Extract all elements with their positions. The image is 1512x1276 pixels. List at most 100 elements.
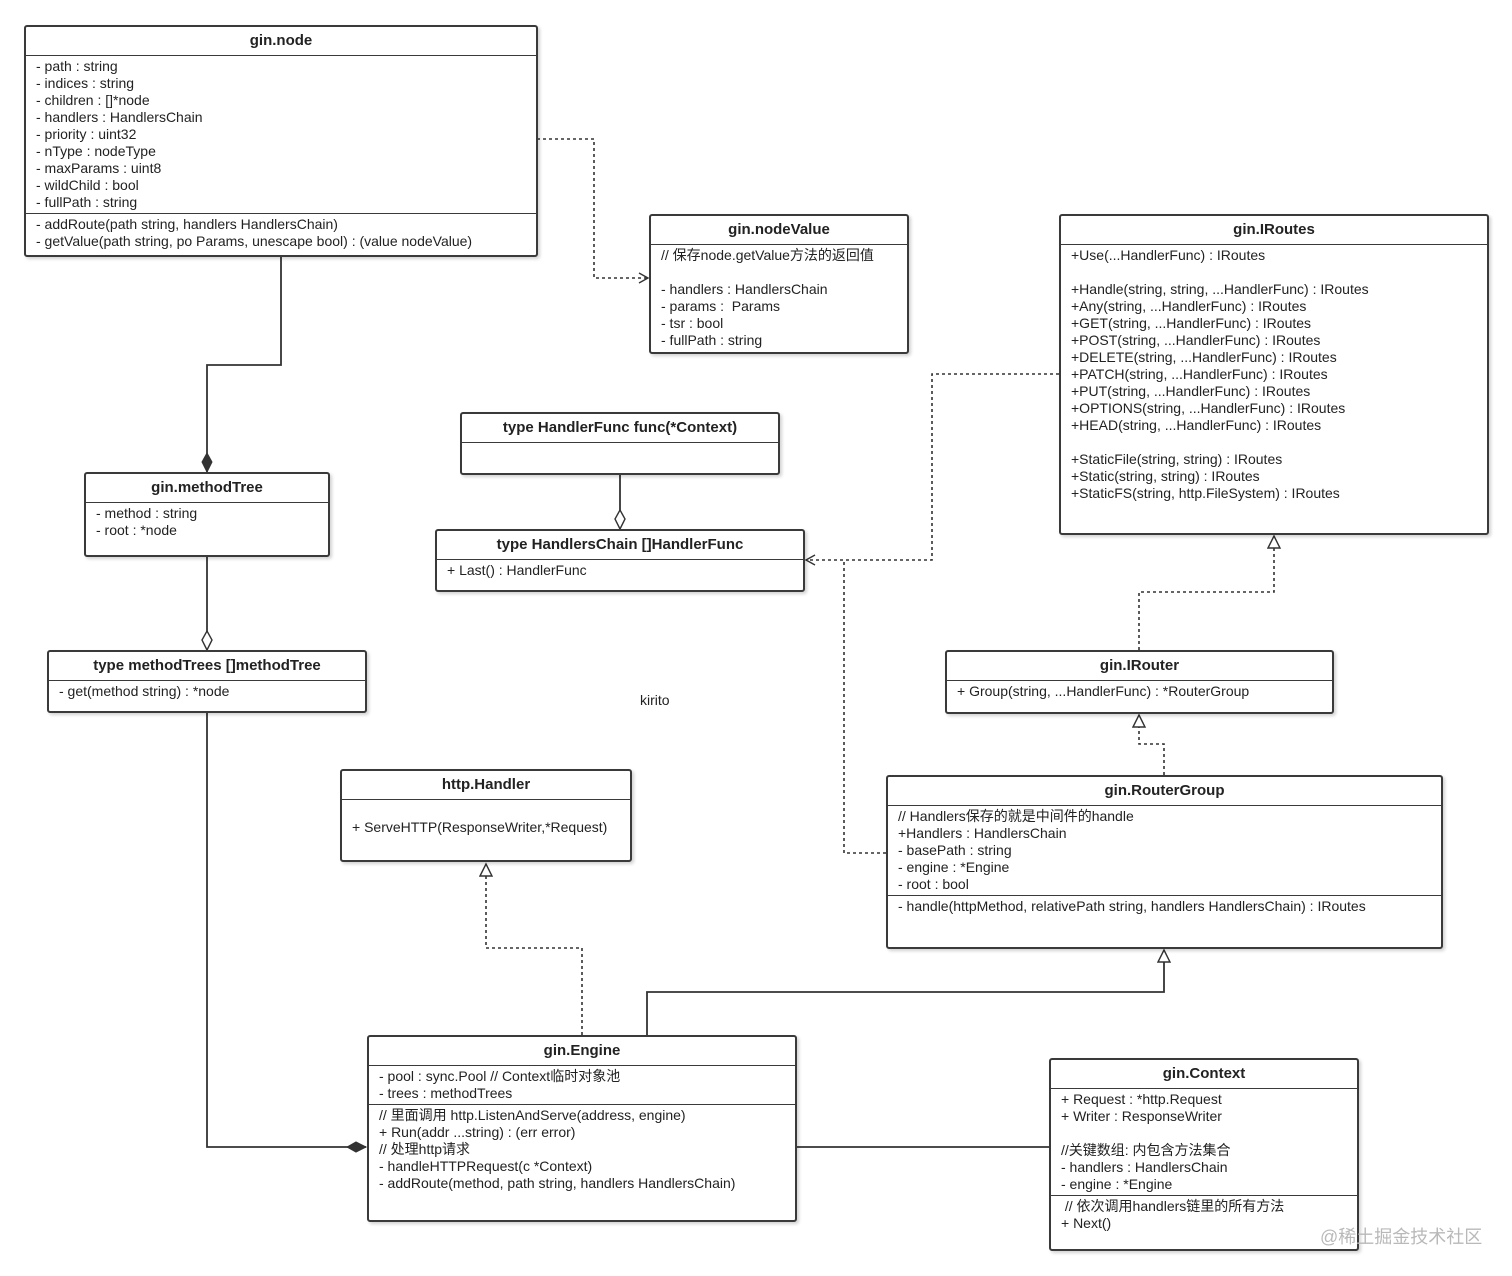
class-handlerfunc[interactable]: type HandlerFunc func(*Context) [460,412,780,475]
member-line: +StaticFS(string, http.FileSystem) : IRo… [1071,485,1340,501]
member-line [1071,434,1477,451]
class-gin-routergroup[interactable]: gin.RouterGroup// Handlers保存的就是中间件的handl… [886,775,1443,949]
class-title: type HandlersChain []HandlerFunc [437,531,803,560]
member-line: - handleHTTPRequest(c *Context) [379,1158,593,1174]
member-line: - addRoute(path string, handlers Handler… [36,216,338,232]
member-line: // 保存node.getValue方法的返回值 [661,247,874,263]
member-line: +OPTIONS(string, ...HandlerFunc) : IRout… [1071,400,1346,416]
class-title: gin.IRoutes [1061,216,1487,245]
member-line: - indices : string [36,75,135,91]
class-gin-iroutes[interactable]: gin.IRoutes+Use(...HandlerFunc) : IRoute… [1059,214,1489,535]
member-line: +Handle(string, string, ...HandlerFunc) … [1071,281,1369,297]
member-line: +StaticFile(string, string) : IRoutes [1071,451,1283,467]
member-line: - handlers : HandlersChain [661,281,828,297]
member-line: - fullPath : string [36,194,138,210]
class-title: gin.node [26,27,536,56]
edge-engine-httphandler [486,864,583,1035]
class-attributes: + Request : *http.Request+ Writer : Resp… [1051,1089,1357,1195]
member-line: - addRoute(method, path string, handlers… [379,1175,736,1191]
class-attributes [462,443,778,464]
class-attributes: - method : string- root : *node [86,503,328,541]
member-line [661,264,897,281]
member-line: - get(method string) : *node [59,683,230,699]
class-title: gin.RouterGroup [888,777,1441,806]
class-handlerschain[interactable]: type HandlersChain []HandlerFunc + Last()… [435,529,805,592]
member-line [352,802,620,819]
class-attributes: + Last() : HandlerFunc [437,560,803,581]
member-line: + Last() : HandlerFunc [447,562,587,578]
member-line: - priority : uint32 [36,126,137,142]
member-line: - root : *node [96,522,177,538]
member-line: - handlers : HandlersChain [1061,1159,1228,1175]
member-line: - children : []*node [36,92,150,108]
member-line: + Group(string, ...HandlerFunc) : *Route… [957,683,1250,699]
member-line: +Handlers : HandlersChain [898,825,1067,841]
class-http-handler[interactable]: http.Handler + ServeHTTP(ResponseWriter,*… [340,769,632,862]
class-attributes: - pool : sync.Pool // Context临时对象池- tree… [369,1066,795,1104]
member-line: + Writer : ResponseWriter [1061,1108,1222,1124]
class-title: http.Handler [342,771,630,800]
member-line: - engine : *Engine [1061,1176,1173,1192]
class-title: gin.Context [1051,1060,1357,1089]
edge-node-methodtree [207,256,282,472]
class-operations: - handle(httpMethod, relativePath string… [888,895,1441,917]
member-line: - wildChild : bool [36,177,139,193]
member-line: + Request : *http.Request [1061,1091,1222,1107]
class-operations: // 依次调用handlers链里的所有方法+ Next() [1051,1195,1357,1234]
member-line: // 里面调用 http.ListenAndServe(address, eng… [379,1107,686,1123]
class-title: gin.IRouter [947,652,1332,681]
watermark: @稀土掘金技术社区 [1320,1227,1483,1247]
member-line: // 处理http请求 [379,1141,471,1157]
member-line: - handlers : HandlersChain [36,109,203,125]
member-line: - nType : nodeType [36,143,156,159]
edge-node-nodevalue [537,138,650,284]
author-label: kirito [640,692,670,708]
member-line: +DELETE(string, ...HandlerFunc) : IRoute… [1071,349,1337,365]
edge-routergroup-handlerschain [843,560,886,854]
class-attributes: +Use(...HandlerFunc) : IRoutes +Handle(st… [1061,245,1487,504]
edge-iroutes-handlerschain [804,373,1059,566]
member-line: +GET(string, ...HandlerFunc) : IRoutes [1071,315,1312,331]
member-line: // 依次调用handlers链里的所有方法 [1061,1198,1285,1214]
member-line: // Handlers保存的就是中间件的handle [898,808,1134,824]
class-gin-methodtree[interactable]: gin.methodTree- method : string- root : … [84,472,330,557]
class-methodtrees[interactable]: type methodTrees []methodTree - get(metho… [47,650,367,713]
member-line: +PUT(string, ...HandlerFunc) : IRoutes [1071,383,1311,399]
class-operations: // 里面调用 http.ListenAndServe(address, eng… [369,1104,795,1194]
member-line: - root : bool [898,876,969,892]
member-line: + ServeHTTP(ResponseWriter,*Request) [352,819,608,835]
class-title: type HandlerFunc func(*Context) [462,414,778,443]
member-line: +POST(string, ...HandlerFunc) : IRoutes [1071,332,1321,348]
class-attributes: // Handlers保存的就是中间件的handle+Handlers : Ha… [888,806,1441,895]
member-line [1061,1125,1347,1142]
edge-engine-routergroup [646,950,1164,1035]
member-line: - handle(httpMethod, relativePath string… [898,898,1366,914]
class-title: gin.nodeValue [651,216,907,245]
class-attributes: - get(method string) : *node [49,681,365,702]
class-attributes: + Group(string, ...HandlerFunc) : *Route… [947,681,1332,702]
member-line: - path : string [36,58,118,74]
class-operations: - addRoute(path string, handlers Handler… [26,213,536,252]
class-gin-irouter[interactable]: gin.IRouter + Group(string, ...HandlerFun… [945,650,1334,714]
member-line: +Use(...HandlerFunc) : IRoutes [1071,247,1266,263]
class-gin-node[interactable]: gin.node- path : string- indices : strin… [24,25,538,257]
member-line: +Any(string, ...HandlerFunc) : IRoutes [1071,298,1307,314]
member-line [472,445,768,462]
member-line: - fullPath : string [661,332,763,348]
class-gin-context[interactable]: gin.Context+ Request : *http.Request+ Wr… [1049,1058,1359,1251]
member-line: - trees : methodTrees [379,1085,513,1101]
class-attributes: - path : string- indices : string- child… [26,56,536,213]
member-line: + Run(addr ...string) : (err error) [379,1124,576,1140]
member-line: +HEAD(string, ...HandlerFunc) : IRoutes [1071,417,1322,433]
member-line: + Next() [1061,1215,1112,1231]
member-line: - pool : sync.Pool // Context临时对象池 [379,1068,621,1084]
class-attributes: + ServeHTTP(ResponseWriter,*Request) [342,800,630,838]
class-gin-nodevalue[interactable]: gin.nodeValue // 保存node.getValue方法的返回值 - h… [649,214,909,354]
member-line: - getValue(path string, po Params, unesc… [36,233,473,249]
member-line: - maxParams : uint8 [36,160,162,176]
class-title: gin.Engine [369,1037,795,1066]
member-line: - engine : *Engine [898,859,1010,875]
class-title: type methodTrees []methodTree [49,652,365,681]
class-gin-engine[interactable]: gin.Engine- pool : sync.Pool // Context临… [367,1035,797,1222]
member-line: //关键数组: 内包含方法集合 [1061,1142,1231,1158]
